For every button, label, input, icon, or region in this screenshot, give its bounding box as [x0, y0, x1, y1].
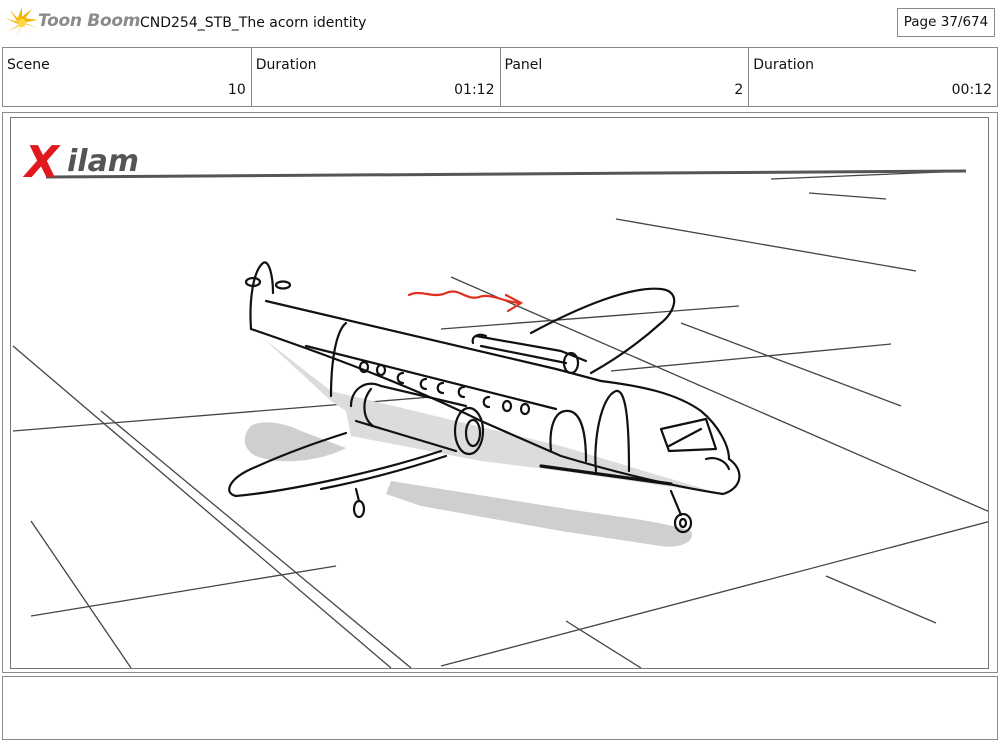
storyboard-panel-frame [2, 112, 998, 673]
plane-outline [228, 261, 741, 534]
scene-value: 10 [227, 82, 246, 98]
panel-label: Panel [504, 57, 543, 73]
scene-duration-value: 01:12 [454, 82, 495, 98]
panel-duration-cell: Duration 00:12 [749, 48, 997, 106]
panel-info-row: Scene 10 Duration 01:12 Panel 2 Duration… [2, 47, 998, 107]
scene-duration-cell: Duration 01:12 [252, 48, 501, 106]
panel-cell: Panel 2 [501, 48, 750, 106]
panel-duration-label: Duration [753, 57, 815, 73]
document-title: CND254_STB_The acorn identity [140, 15, 367, 31]
airplane-sketch: X ilam [12, 137, 988, 668]
page-indicator: Page 37/674 [897, 8, 995, 37]
xilam-logo: X ilam [22, 137, 967, 188]
app-header: Toon Boom CND254_STB_The acorn identity … [0, 0, 1000, 46]
scene-label: Scene [7, 57, 50, 73]
motion-arrow-icon [407, 290, 524, 313]
plane-shadow [244, 338, 721, 547]
xilam-rest: ilam [67, 144, 139, 179]
panel-duration-value: 00:12 [951, 82, 992, 98]
scene-cell: Scene 10 [3, 48, 252, 106]
panel-notes-box[interactable] [2, 676, 998, 740]
xilam-initial: X [22, 137, 61, 188]
page-value: 37/674 [940, 14, 989, 30]
page-label: Page [903, 14, 937, 30]
runway-lines [12, 170, 988, 668]
panel-value: 2 [734, 82, 744, 98]
toon-boom-brand: Toon Boom [38, 11, 141, 31]
toon-boom-logo-icon [5, 7, 38, 38]
storyboard-panel-image[interactable]: X ilam [10, 117, 989, 669]
scene-duration-label: Duration [255, 57, 317, 73]
